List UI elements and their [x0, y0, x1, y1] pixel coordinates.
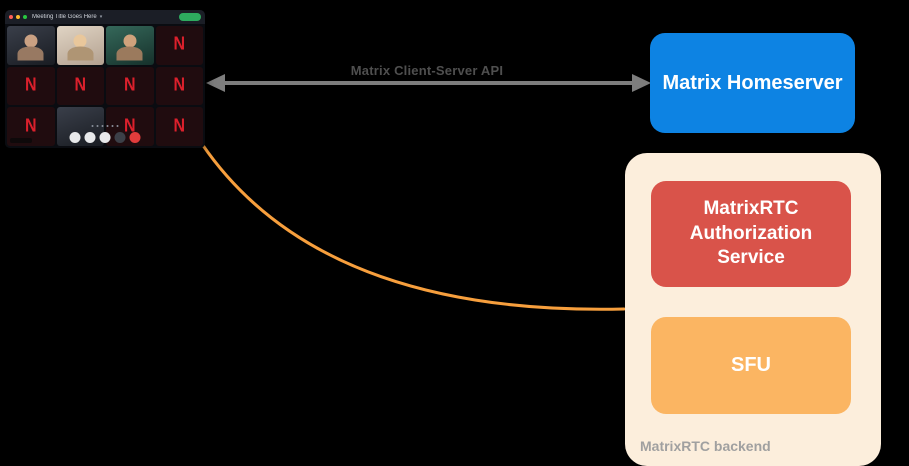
- avatar-letter: N: [173, 34, 186, 55]
- sfu-box: SFU: [651, 317, 851, 414]
- page-dot: [101, 125, 104, 127]
- participant-name-badge: [10, 138, 32, 143]
- video-tile-avatar: N: [7, 107, 55, 146]
- mic-button[interactable]: [69, 132, 81, 143]
- avatar-letter: N: [123, 75, 136, 96]
- camera-button[interactable]: [84, 132, 96, 143]
- arrowhead-left-icon: [206, 74, 225, 92]
- video-tile-avatar: N: [155, 107, 203, 146]
- backend-container-label: MatrixRTC backend: [640, 438, 771, 454]
- page-dot: [111, 125, 114, 127]
- window-minimize-button[interactable]: [16, 15, 20, 19]
- avatar-letter: N: [173, 116, 186, 136]
- homeserver-box: Matrix Homeserver: [650, 33, 855, 133]
- person-silhouette: [123, 34, 137, 48]
- video-tile-avatar: N: [56, 66, 104, 106]
- authorization-service-box: MatrixRTC Authorization Service: [651, 181, 851, 287]
- more-options-button[interactable]: [114, 132, 126, 143]
- call-controls-bar: [69, 132, 141, 143]
- avatar-letter: N: [24, 116, 37, 136]
- pagination-dots: [91, 125, 119, 127]
- video-tile-person: [106, 26, 154, 65]
- client-sfu-connector-curve: [200, 142, 626, 311]
- window-title-bar: Meeting Title Goes Here ▾: [5, 10, 205, 24]
- page-dot: [96, 125, 99, 127]
- avatar-letter: N: [173, 75, 186, 96]
- meeting-title: Meeting Title Goes Here: [32, 14, 97, 20]
- video-tile-avatar: N: [155, 66, 203, 106]
- homeserver-label: Matrix Homeserver: [662, 71, 843, 94]
- screenshare-button[interactable]: [99, 132, 111, 143]
- video-tile-person: [56, 26, 104, 65]
- chevron-down-icon[interactable]: ▾: [99, 14, 103, 20]
- client-server-api-label: Matrix Client-Server API: [350, 63, 504, 78]
- invite-button[interactable]: [179, 13, 201, 21]
- video-tile-avatar: N: [106, 66, 154, 106]
- person-silhouette: [24, 34, 38, 48]
- avatar-letter: N: [123, 116, 136, 136]
- video-tile-avatar: N: [7, 66, 55, 106]
- arrowhead-right-icon: [632, 74, 651, 92]
- sfu-label: SFU: [731, 354, 771, 376]
- page-dot: [91, 125, 94, 127]
- avatar-letter: N: [24, 75, 37, 96]
- page-dot: [116, 125, 119, 127]
- page-dot: [106, 125, 109, 127]
- avatar-letter: N: [74, 75, 87, 96]
- video-tile-person: [7, 26, 55, 65]
- call-client-window: Meeting Title Goes Here ▾ N N N: [5, 10, 205, 148]
- video-tile-grid: N N N N N N N N: [5, 24, 205, 148]
- authorization-service-label: MatrixRTC Authorization Service: [689, 197, 813, 269]
- video-tile-person: [56, 107, 104, 146]
- window-zoom-button[interactable]: [23, 15, 27, 19]
- video-tile-avatar: N: [155, 26, 203, 65]
- window-close-button[interactable]: [9, 15, 13, 19]
- person-silhouette: [73, 34, 87, 48]
- leave-call-button[interactable]: [129, 132, 141, 143]
- matrixrtc-backend-container: MatrixRTC Authorization Service SFU Matr…: [625, 153, 881, 466]
